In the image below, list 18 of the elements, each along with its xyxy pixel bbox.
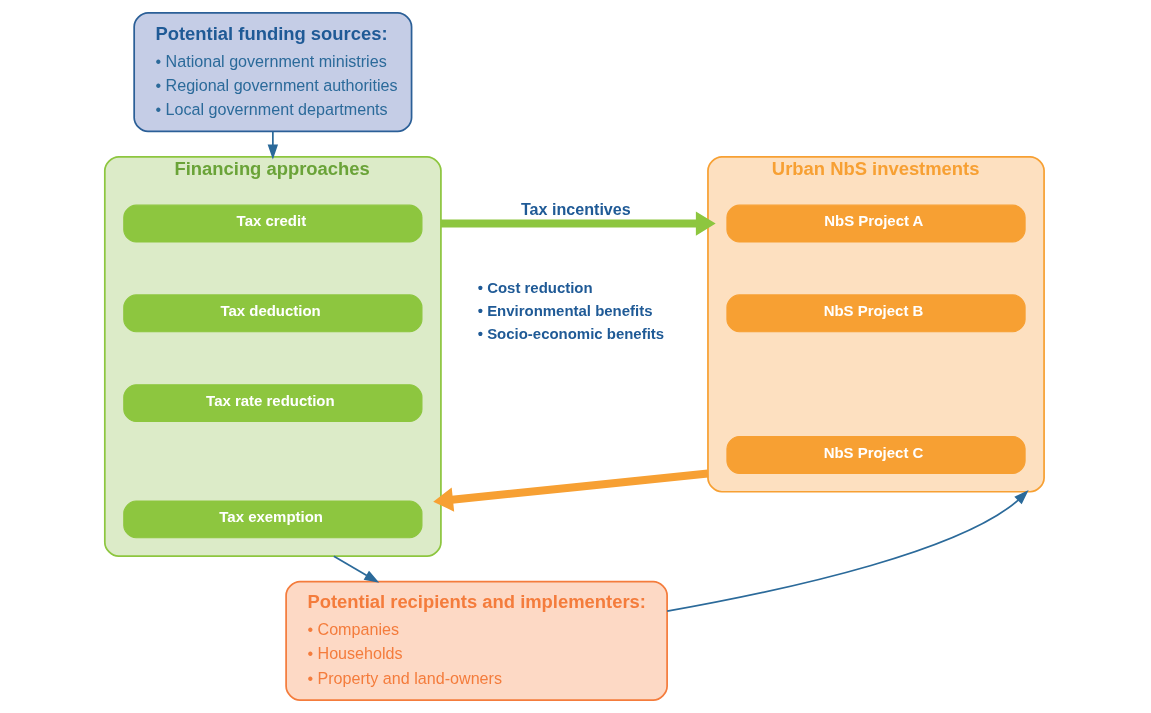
arrow	[432, 469, 708, 512]
label: • Cost reduction	[477, 279, 593, 297]
label: • Environmental benefits	[477, 302, 652, 320]
node-box: Tax credit	[122, 204, 422, 243]
node-box: NbS Project B	[725, 294, 1026, 333]
node-box: Tax rate reduction	[122, 384, 422, 423]
node-box: Tax exemption	[122, 500, 422, 539]
node-box: Tax deduction	[122, 294, 422, 333]
node-box: NbS Project A	[725, 204, 1026, 243]
edge-label: Tax incentives	[520, 199, 631, 218]
arrow	[332, 555, 379, 583]
node-box: Potential recipients and implementers: • Companies • Households • Property and land-owners	[284, 580, 668, 701]
arrow	[267, 130, 278, 160]
node-box: NbS Project C	[725, 435, 1026, 474]
node-box: Potential funding sources: • National government ministries • Regional government authorities • Local government departments	[132, 12, 412, 133]
arrow	[665, 489, 1029, 613]
label: • Socio-economic benefits	[477, 325, 664, 343]
arrow	[440, 211, 716, 236]
